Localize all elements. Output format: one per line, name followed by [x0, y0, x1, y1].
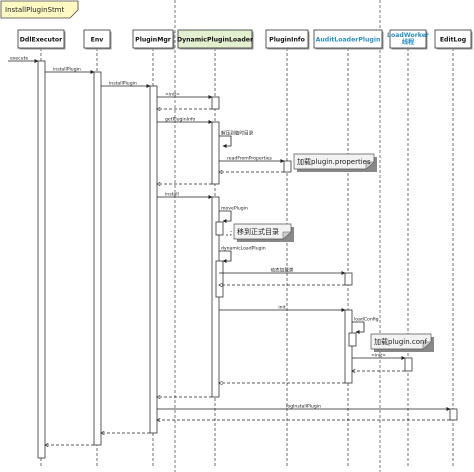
- message-11: movePlugin: [219, 206, 248, 223]
- note-move-formal-dir: 移到正式目录: [233, 223, 294, 242]
- note-load-conf: 加载plugin.conf: [370, 333, 434, 352]
- participant-label-dyn: DynamicPluginLoader: [177, 37, 254, 44]
- activation-env: [93, 71, 102, 446]
- message-3: <init>: [157, 92, 213, 99]
- message-label: execute: [10, 56, 28, 62]
- message-label: getPluginInfo: [165, 117, 195, 123]
- participant-label-mgr: PluginMgr: [135, 37, 172, 44]
- message-10: install: [157, 192, 213, 199]
- participant-audit: AuditLoaderPlugin: [313, 29, 384, 50]
- note-text-properties: 加载plugin.properties: [297, 157, 371, 166]
- participant-dyn: DynamicPluginLoader: [177, 29, 254, 50]
- activation-ddl: [37, 60, 46, 459]
- activation-dyn-d: [215, 221, 224, 236]
- message-label: <init>: [371, 353, 386, 359]
- participant-editlog: EditLog: [434, 29, 473, 50]
- participant-label-audit: AuditLoaderPlugin: [316, 37, 381, 44]
- message-22: logInstallPlugin: [157, 404, 451, 411]
- participant-label-editlog: EditLog: [440, 37, 466, 44]
- message-label: installPlugin: [53, 67, 81, 73]
- message-label: loadConfig: [354, 317, 379, 323]
- message-label: movePlugin: [221, 206, 248, 212]
- participant-info: PluginInfo: [265, 29, 310, 50]
- activation-dyn-a: [211, 96, 220, 110]
- message-label: init: [278, 305, 285, 311]
- message-label: 动态加载类: [271, 267, 294, 274]
- activation-dyn-e: [215, 260, 224, 298]
- message-2: installPlugin: [101, 81, 151, 88]
- diagram-title-frame: InstallPluginStmt: [0, 0, 79, 19]
- activation-bars: [37, 60, 458, 459]
- message-label: install: [165, 192, 179, 198]
- message-label: <init>: [165, 92, 180, 98]
- message-12: [226, 231, 232, 236]
- message-5: getPluginInfo: [157, 117, 213, 124]
- note-load-properties: 加载plugin.properties: [293, 153, 377, 172]
- message-14: 动态加载类: [219, 267, 346, 275]
- lifelines: [40, 48, 454, 466]
- activation-audit-b: [344, 309, 353, 384]
- messages: execute installPlugin installPlugin <init> g…: [8, 56, 451, 446]
- message-label: dynamicLoadPlugin: [221, 246, 266, 252]
- participant-label-worker-line2: 线程: [402, 38, 415, 46]
- activation-dyn-b: [211, 121, 220, 185]
- participant-label-info: PluginInfo: [269, 37, 305, 44]
- activation-audit-a: [344, 272, 353, 286]
- participant-env: Env: [83, 29, 112, 50]
- message-18: <init>: [352, 353, 406, 360]
- diagram-title: InstallPluginStmt: [5, 6, 65, 14]
- note-text-move: 移到正式目录: [237, 227, 279, 236]
- message-13: dynamicLoadPlugin: [219, 246, 266, 263]
- participant-label-env: Env: [91, 37, 104, 44]
- message-17: loadConfig: [352, 317, 379, 334]
- activation-editlog: [449, 408, 458, 421]
- message-label: installPlugin: [109, 81, 137, 87]
- message-label: 解压到临时目录: [221, 130, 254, 137]
- message-16: init: [219, 305, 346, 312]
- participant-label-ddl: DdlExecutor: [20, 37, 63, 44]
- message-6: 解压到临时目录: [219, 130, 254, 148]
- message-0: execute: [8, 56, 39, 63]
- activation-audit-c: [348, 332, 357, 347]
- participant-ddl: DdlExecutor: [17, 29, 66, 50]
- activation-mgr: [149, 85, 158, 434]
- activation-info: [283, 160, 292, 173]
- note-text-conf: 加载plugin.conf: [374, 337, 427, 346]
- activation-worker: [404, 357, 413, 372]
- message-7: readFromProperties: [219, 156, 285, 163]
- participant-mgr: PluginMgr: [132, 29, 175, 50]
- participant-label-worker: LoadWorker: [387, 32, 430, 39]
- message-label: readFromProperties: [227, 156, 273, 162]
- message-label: logInstallPlugin: [286, 404, 321, 410]
- message-1: installPlugin: [45, 67, 95, 74]
- participant-headers: DdlExecutor Env PluginMgr DynamicPluginLoad…: [17, 29, 473, 50]
